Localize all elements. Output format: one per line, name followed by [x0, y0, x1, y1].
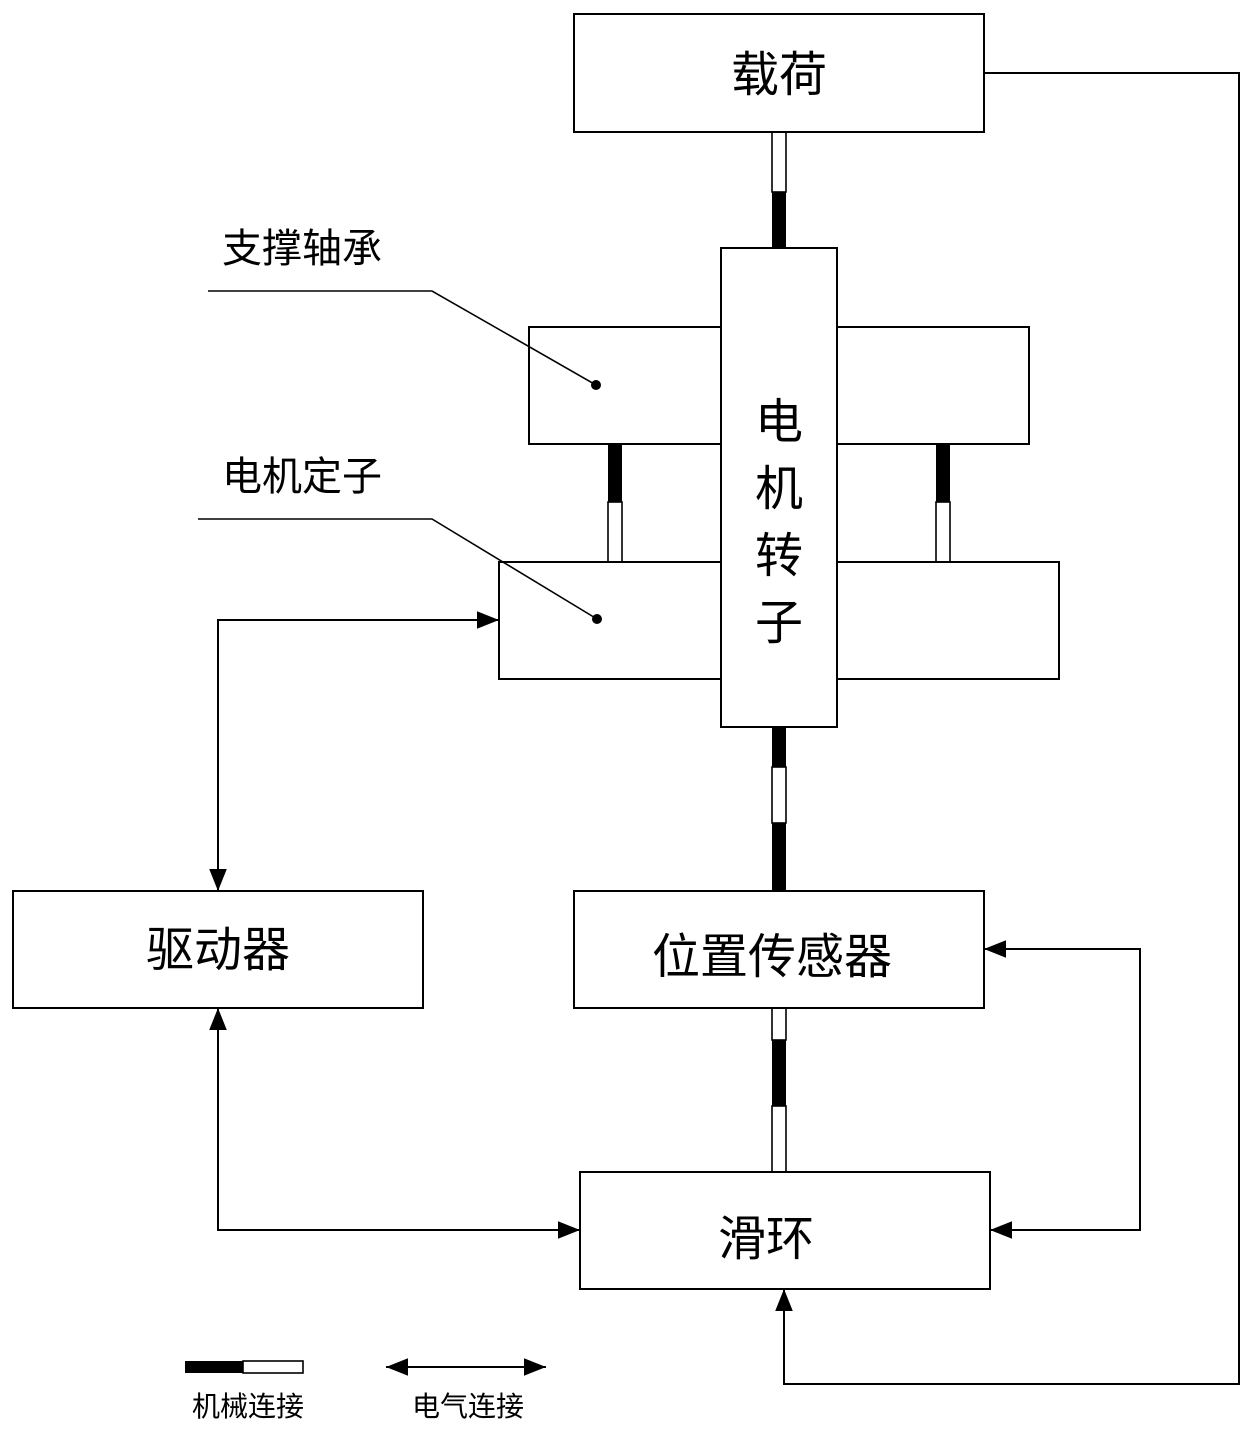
load-label: 载荷 [731, 47, 827, 103]
support-bearing-label: 支撑轴承 [222, 226, 382, 272]
legend-mechanical-label: 机械连接 [192, 1390, 304, 1423]
mechanical-link-bearing-stator-left [607, 444, 623, 563]
mechanical-link-rotor-sensor [771, 727, 787, 891]
electrical-link-slipring-sensor [984, 940, 1141, 1239]
legend: 机械连接 电气连接 [185, 1358, 546, 1423]
slip-ring-block: 滑环 [579, 1171, 991, 1290]
load-block: 载荷 [573, 13, 985, 133]
mechanical-link-bearing-stator-right [935, 444, 951, 563]
legend-mechanical: 机械连接 [185, 1360, 304, 1423]
legend-electrical-label: 电气连接 [412, 1390, 524, 1423]
motor-stator-callout: 电机定子 [198, 454, 602, 624]
electrical-link-load-slipring [775, 72, 1240, 1385]
support-bearing-callout: 支撑轴承 [208, 226, 601, 390]
mechanical-link-load-rotor [771, 131, 787, 248]
motor-rotor-label-char-1: 电 [755, 394, 803, 450]
electrical-link-driver-slipring [209, 1008, 580, 1239]
mechanical-link-sensor-slipring [771, 1007, 787, 1173]
position-sensor-block: 位置传感器 [573, 890, 985, 1009]
motor-rotor-label-char-2: 机 [755, 461, 803, 517]
motor-rotor-label-char-3: 转 [755, 528, 803, 584]
electrical-link-driver-stator [209, 611, 499, 891]
driver-block: 驱动器 [12, 890, 424, 1009]
driver-label: 驱动器 [146, 922, 290, 978]
motor-rotor-label-char-4: 子 [755, 595, 803, 651]
legend-electrical: 电气连接 [386, 1358, 546, 1423]
slip-ring-label: 滑环 [718, 1211, 814, 1267]
position-sensor-label: 位置传感器 [652, 929, 892, 985]
motor-stator-label: 电机定子 [222, 454, 382, 500]
motor-rotor-block: 电 机 转 子 [720, 247, 838, 728]
